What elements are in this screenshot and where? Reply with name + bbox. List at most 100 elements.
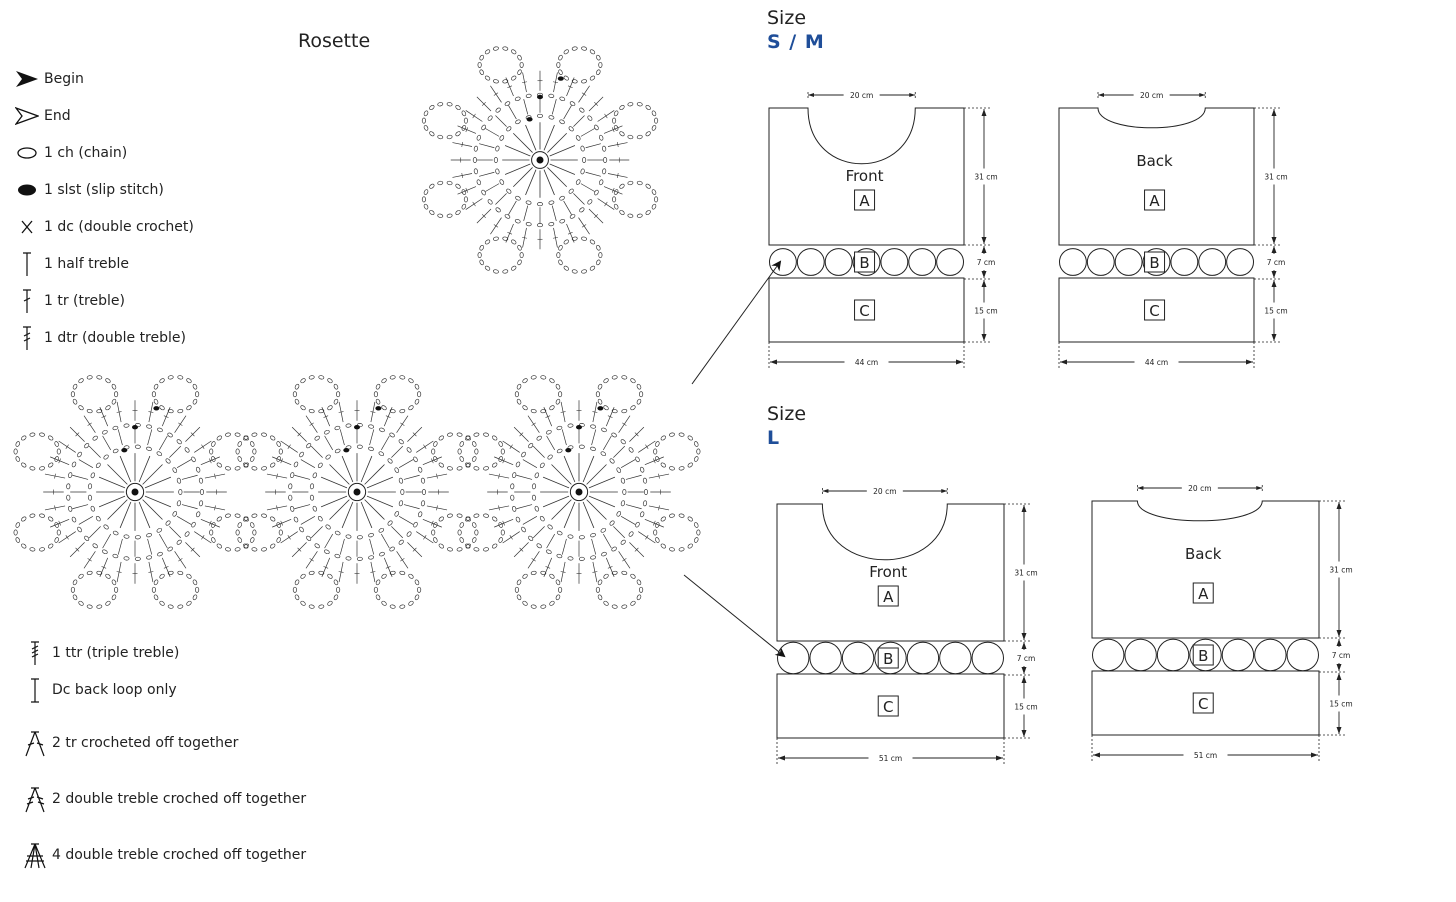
part-a-label: A — [883, 588, 894, 606]
piece-name: Back — [1136, 152, 1173, 170]
part-c-label: C — [1198, 695, 1208, 713]
legend-item-triple-treble: 1 ttr (triple treble) — [22, 640, 179, 666]
piece-name: Back — [1185, 545, 1222, 563]
width-label: 51 cm — [1194, 751, 1217, 760]
width-dimension: 51 cm — [776, 738, 1005, 764]
rosette-circle — [1124, 638, 1157, 672]
rosette-circle — [971, 641, 1005, 675]
width-dimension: 44 cm — [768, 342, 965, 368]
width-dimension: 44 cm — [1058, 342, 1255, 368]
piece-name: Front — [846, 167, 884, 185]
rosette-circle — [1142, 248, 1171, 276]
part-c-outline — [776, 673, 1005, 739]
part-c-outline — [768, 277, 965, 343]
part-a-label: A — [1149, 192, 1160, 210]
rosette-chart — [421, 46, 659, 274]
part-c-label: C — [1149, 302, 1159, 320]
part-c-label: C — [859, 302, 869, 320]
legend-item-double-treble: 1 dtr (double treble) — [14, 325, 186, 351]
half-treble-icon — [14, 251, 40, 277]
part-a-outline — [776, 503, 1005, 642]
height-label: 15 cm — [1329, 700, 1352, 709]
neck-dimension: 20 cm — [822, 487, 948, 496]
height-label: 31 cm — [1264, 173, 1287, 182]
rosette-circle — [796, 248, 825, 276]
rosette-circle — [769, 248, 797, 276]
four-dtr-together-icon — [22, 842, 48, 869]
rosette-circle — [1059, 248, 1087, 276]
width-dimension: 51 cm — [1091, 735, 1320, 761]
neck-width-label: 20 cm — [1140, 91, 1163, 100]
neck-dimension: 20 cm — [807, 91, 916, 100]
height-label: 7 cm — [977, 258, 996, 267]
size-l-value: L — [767, 427, 781, 449]
rosette-circle — [1221, 638, 1255, 672]
part-b-label: B — [883, 650, 893, 668]
rosette-circle — [906, 641, 940, 675]
rosette-circle — [1091, 638, 1125, 672]
part-b-rosettes — [1059, 248, 1254, 276]
part-b-rosettes — [769, 248, 964, 276]
rosette-circle — [852, 248, 881, 276]
rosette-circle — [936, 248, 964, 276]
rosette-circle — [880, 248, 909, 276]
rosette-circle — [1114, 248, 1143, 276]
part-c-outline — [1091, 670, 1320, 736]
rosette-circle — [1254, 638, 1287, 672]
legend-item-chain: 1 ch (chain) — [14, 140, 127, 166]
height-label: 7 cm — [1017, 654, 1036, 663]
part-a-label: A — [1198, 585, 1209, 603]
part-b-label: B — [859, 254, 869, 272]
height-dimensions: 31 cm 7 cm 15 cm — [1319, 500, 1353, 736]
neck-width-label: 20 cm — [850, 91, 873, 100]
rosette-circle — [1226, 248, 1254, 276]
height-label: 31 cm — [1014, 569, 1037, 578]
size-sm-value: S / M — [767, 31, 825, 53]
height-label: 31 cm — [1329, 566, 1352, 575]
two-dtr-together-icon — [22, 786, 48, 813]
rosette-circle — [908, 248, 937, 276]
rosette-circle — [809, 641, 842, 675]
piece-front-size-l: 20 cm Front A B C 31 cm 7 cm 15 cm 51 cm — [776, 487, 1038, 764]
height-label: 7 cm — [1267, 258, 1286, 267]
width-label: 51 cm — [879, 754, 902, 763]
part-a-outline — [768, 107, 965, 246]
rosette-title: Rosette — [298, 30, 371, 52]
part-c-label: C — [883, 698, 893, 716]
size-sm-label: Size — [767, 7, 807, 29]
rosette-circle — [776, 641, 810, 675]
part-c-outline — [1058, 277, 1255, 343]
legend-item-begin: Begin — [14, 66, 84, 92]
treble-icon — [14, 288, 40, 314]
neck-dimension: 20 cm — [1097, 91, 1206, 100]
rosette-circle — [1170, 248, 1199, 276]
neck-width-label: 20 cm — [873, 487, 896, 496]
slip-stitch-icon — [14, 177, 40, 203]
connector-arrow-sm — [691, 260, 782, 385]
end-arrow-icon — [14, 103, 40, 129]
back-loop-icon — [22, 677, 48, 703]
part-b-label: B — [1198, 647, 1208, 665]
neck-dimension: 20 cm — [1137, 484, 1263, 493]
rosette-strip-chart — [13, 375, 701, 609]
neck-width-label: 20 cm — [1188, 484, 1211, 493]
height-label: 15 cm — [1014, 703, 1037, 712]
rosette-circle — [1156, 638, 1190, 672]
height-label: 7 cm — [1332, 651, 1351, 660]
triple-treble-icon — [22, 640, 48, 666]
legend-item-slip-stitch: 1 slst (slip stitch) — [14, 177, 164, 203]
chain-icon — [14, 140, 40, 166]
height-label: 31 cm — [974, 173, 997, 182]
begin-arrow-icon — [14, 66, 40, 92]
legend-item-treble: 1 tr (treble) — [14, 288, 125, 314]
piece-name: Front — [869, 563, 907, 581]
legend-item-half-treble: 1 half treble — [14, 251, 129, 277]
width-label: 44 cm — [1145, 358, 1168, 367]
legend-item-dc-back-loop: Dc back loop only — [22, 677, 177, 703]
rosette-circle — [1198, 248, 1227, 276]
connector-arrow-l — [683, 574, 786, 658]
size-l-label: Size — [767, 403, 807, 425]
